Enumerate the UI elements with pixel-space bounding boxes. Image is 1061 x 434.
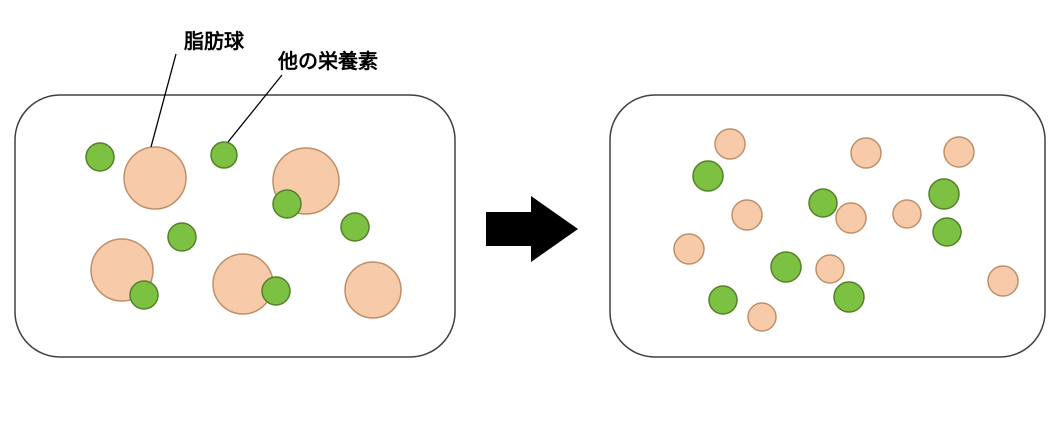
fat-globule-circle (123, 146, 187, 210)
fat-globule-circle (987, 265, 1019, 297)
nutrient-circle (129, 280, 159, 310)
fat-globule-label: 脂肪球 (184, 29, 245, 53)
nutrient-circle (928, 178, 960, 210)
fat-globule-circle (731, 199, 763, 231)
nutrient-circle (167, 222, 197, 252)
nutrient-circle (833, 281, 865, 313)
fat-globule-circle (815, 254, 845, 284)
left-nutrients-group (85, 141, 370, 310)
right-container-box (609, 94, 1046, 358)
fat-globule-circle (714, 128, 746, 160)
other-nutrients-leader-line (227, 74, 283, 143)
fat-globule-circle (673, 233, 705, 265)
fat-globule-circle (747, 302, 777, 332)
nutrient-circle (770, 251, 802, 283)
fat-globule-circle (835, 202, 867, 234)
nutrient-circle (932, 217, 962, 247)
fat-globule-circle (892, 199, 922, 229)
nutrient-circle (261, 276, 291, 306)
right-arrow-icon (486, 196, 578, 262)
fat-globule-leader-line (150, 53, 177, 148)
right-nutrients-group (692, 160, 962, 315)
nutrient-circle (808, 188, 838, 218)
right-fat-globules-group (673, 128, 1019, 332)
nutrient-circle (272, 189, 302, 219)
nutrient-circle (692, 160, 724, 192)
nutrient-circle (708, 285, 738, 315)
left-fat-globules-group (90, 146, 402, 319)
nutrient-circle (85, 142, 115, 172)
fat-globule-circle (850, 137, 882, 169)
nutrient-circle (210, 141, 238, 169)
fat-globule-circle (943, 136, 975, 168)
nutrient-circle (340, 212, 370, 242)
fat-globule-circle (344, 261, 402, 319)
other-nutrients-label: 他の栄養素 (277, 49, 378, 73)
